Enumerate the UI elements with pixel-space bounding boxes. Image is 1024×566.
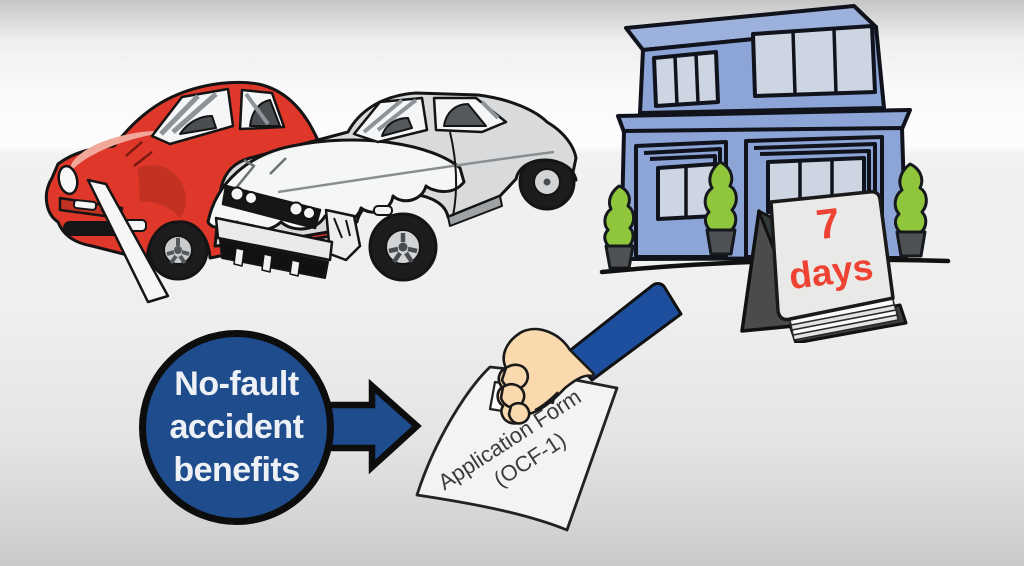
calendar-page-stack	[789, 298, 899, 341]
bushes	[603, 160, 928, 270]
badge-line-2: accident	[169, 408, 304, 446]
calendar-page	[769, 190, 895, 322]
sleeve	[566, 282, 683, 382]
no-fault-benefits-badge: No-fault accident benefits	[139, 330, 334, 525]
hand	[496, 327, 596, 425]
calendar-number: 7	[814, 199, 843, 248]
bush-middle	[703, 160, 738, 256]
badge-line-3: benefits	[173, 451, 300, 489]
calendar-illustration: 7 days	[740, 190, 908, 343]
bush-left	[603, 184, 636, 270]
red-car-headlight	[57, 164, 79, 196]
crashed-cars-illustration	[44, 80, 578, 304]
badge-line-1: No-fault	[174, 365, 299, 403]
red-car-hood-highlight	[70, 130, 170, 170]
building-upper-window-right	[751, 24, 877, 98]
silver-car	[206, 91, 578, 282]
silver-car-bumper	[214, 216, 334, 262]
silver-car-front-wheel	[368, 212, 438, 282]
calendar-unit: days	[787, 246, 876, 297]
hand-with-form-illustration: Application Form (OCF-1)	[415, 282, 683, 532]
silver-car-rear-wheel	[518, 153, 576, 211]
red-car-broken-piece	[86, 178, 170, 304]
red-car	[44, 80, 335, 304]
bush-right	[893, 162, 928, 258]
red-car-wheel	[147, 219, 209, 281]
building-upper-window-left	[652, 50, 720, 108]
